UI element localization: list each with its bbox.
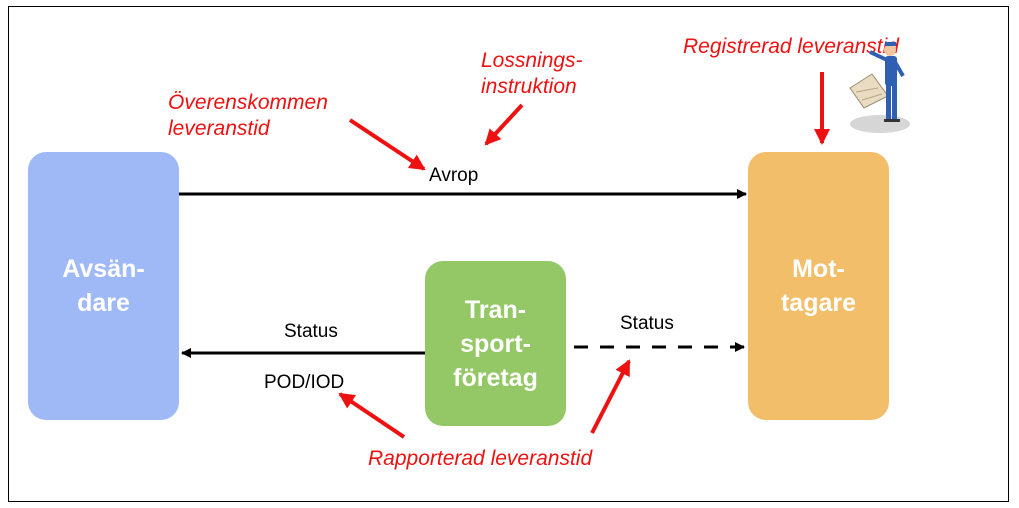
rapporterad-right-arrow: [590, 359, 631, 434]
transport-box: Tran- sport- företag: [425, 261, 566, 426]
transport-label-line2: sport-: [460, 329, 531, 358]
lossnings-annotation: Lossnings- instruktion: [481, 48, 583, 100]
lossnings-line1: Lossnings-: [481, 49, 583, 72]
lossnings-arrow: [484, 103, 524, 146]
registrerad-annotation: Registrerad leveranstid: [683, 35, 899, 58]
sender-label-line2: dare: [77, 289, 130, 317]
sender-box: Avsän- dare: [28, 152, 179, 420]
transport-label-line3: företag: [453, 363, 538, 392]
receiver-box: Mot- tagare: [748, 152, 889, 420]
lossnings-line2: instruktion: [481, 75, 577, 98]
overenskommen-line1: Överenskommen: [168, 91, 328, 114]
rapporterad-annotation: Rapporterad leveranstid: [368, 447, 593, 470]
receiver-label-line1: Mot-: [792, 255, 845, 283]
overenskommen-arrow: [348, 118, 426, 171]
status-left-label: Status: [284, 321, 338, 342]
overenskommen-line2: leveranstid: [168, 117, 270, 140]
worker-with-map-icon: [849, 42, 910, 133]
overenskommen-annotation: Överenskommen leveranstid: [168, 90, 328, 142]
pod-iod-label: POD/IOD: [264, 372, 345, 393]
sender-label-line1: Avsän-: [62, 255, 145, 283]
avrop-label: Avrop: [429, 165, 479, 186]
status-right-label: Status: [620, 313, 674, 334]
receiver-label-line2: tagare: [780, 289, 857, 317]
transport-label-line1: Tran-: [464, 295, 527, 324]
rapporterad-left-arrow: [338, 392, 406, 439]
